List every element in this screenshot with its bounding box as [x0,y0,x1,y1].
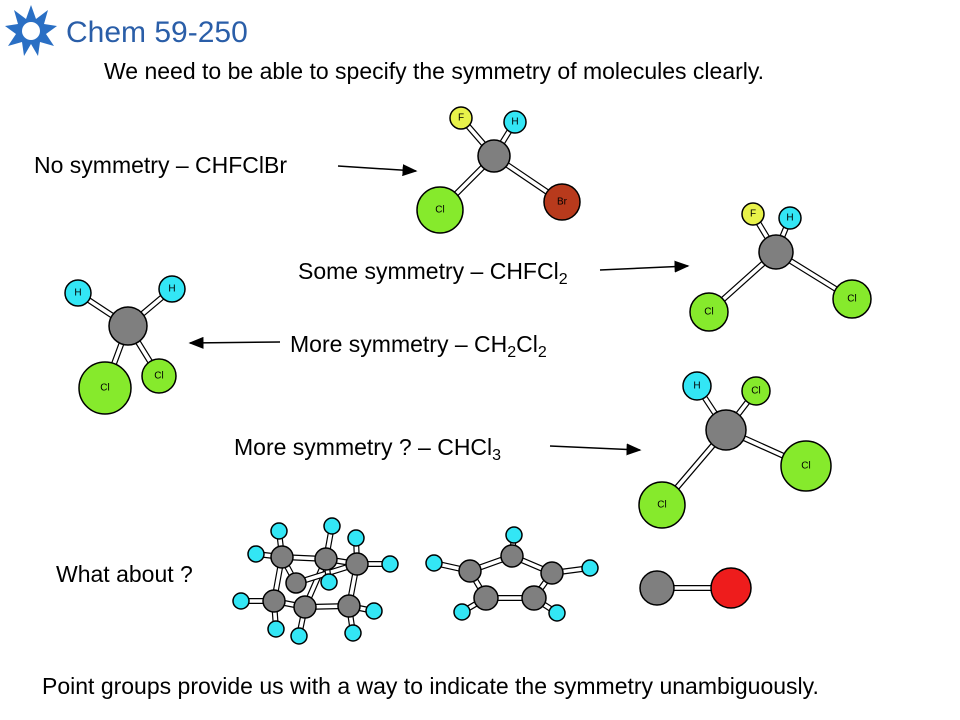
arrow-ch2cl2 [188,336,281,349]
molecule-chfclbr: F H Cl Br [416,106,581,234]
some-symmetry-label: Some symmetry – CHFCl2 [298,258,568,288]
atom-f: F [741,202,765,226]
svg-text:H: H [511,117,518,128]
atom-c [473,585,499,611]
atom-h [347,529,365,547]
molecule-diatomic [639,567,752,609]
atom-h [270,522,288,540]
svg-text:Cl: Cl [657,500,666,511]
atom-h [548,604,566,622]
atom-h [381,555,399,573]
atom-c [500,544,524,568]
svg-text:Cl: Cl [847,294,856,305]
svg-text:H: H [693,381,700,392]
atom-c [758,234,794,270]
atom-h [425,554,443,572]
arrow-chfclbr [337,164,418,177]
slide-title: Chem 59-250 [66,16,248,49]
atom-c [293,595,317,619]
atom-h: H [778,206,802,230]
svg-text:Cl: Cl [100,383,109,394]
atom-h [290,627,308,645]
atom-h [505,526,523,544]
atom-h [365,602,383,620]
atom-c [262,589,286,613]
arrow-chfcl2 [599,260,690,273]
atom-h [232,592,250,610]
atom-h [323,517,341,535]
svg-text:H: H [168,284,175,295]
atom-c [270,545,294,569]
university-logo-icon [5,5,57,56]
atom-c [285,572,307,594]
conclusion-text: Point groups provide us with a way to in… [42,673,819,699]
atom-h: H [503,110,527,134]
atom-cl: Cl [78,361,132,415]
atom-h: H [158,275,186,303]
svg-text:F: F [750,209,756,220]
atom-c [458,559,482,583]
arrow-chcl3 [549,443,642,456]
molecule-ring [425,526,599,622]
atom-h [344,624,362,642]
atom-cl: Cl [689,292,729,332]
atom-cl: Cl [638,481,686,529]
atom-c [314,547,338,571]
svg-text:Br: Br [557,197,568,208]
atom-f: F [449,106,473,130]
no-symmetry-label: No symmetry – CHFClBr [34,152,288,178]
atom-cl: Cl [741,376,771,406]
atom-c [540,561,564,585]
atom-h [453,603,471,621]
atom-h [581,559,599,577]
atom-h [247,545,265,563]
atom-c [108,306,148,346]
molecule-cage [232,517,399,645]
atom-c [639,570,675,606]
atom-cl: Cl [141,358,177,394]
svg-text:Cl: Cl [154,371,163,382]
atom-h: H [64,279,92,307]
atom-cl: Cl [780,440,832,492]
atom-br: Br [543,183,581,221]
more-symmetry-label: More symmetry – CH2Cl2 [290,331,547,361]
atom-c [345,552,369,576]
svg-text:H: H [786,213,793,224]
atom-c [705,409,747,451]
atom-h: H [682,371,712,401]
svg-text:H: H [74,288,81,299]
atom-c [477,139,511,173]
intro-text: We need to be able to specify the symmet… [104,58,765,84]
svg-text:Cl: Cl [801,461,810,472]
svg-text:Cl: Cl [435,205,444,216]
atom-h [267,620,285,638]
atom-h [320,573,338,591]
svg-text:Cl: Cl [751,386,760,397]
atom-c [337,594,361,618]
atom-o [710,567,752,609]
atom-cl: Cl [416,186,464,234]
atom-cl: Cl [832,279,872,319]
svg-text:F: F [458,113,464,124]
more-symmetry-question-label: More symmetry ? – CHCl3 [234,434,502,464]
atom-c [521,585,547,611]
what-about-label: What about ? [56,561,193,587]
svg-text:Cl: Cl [704,307,713,318]
